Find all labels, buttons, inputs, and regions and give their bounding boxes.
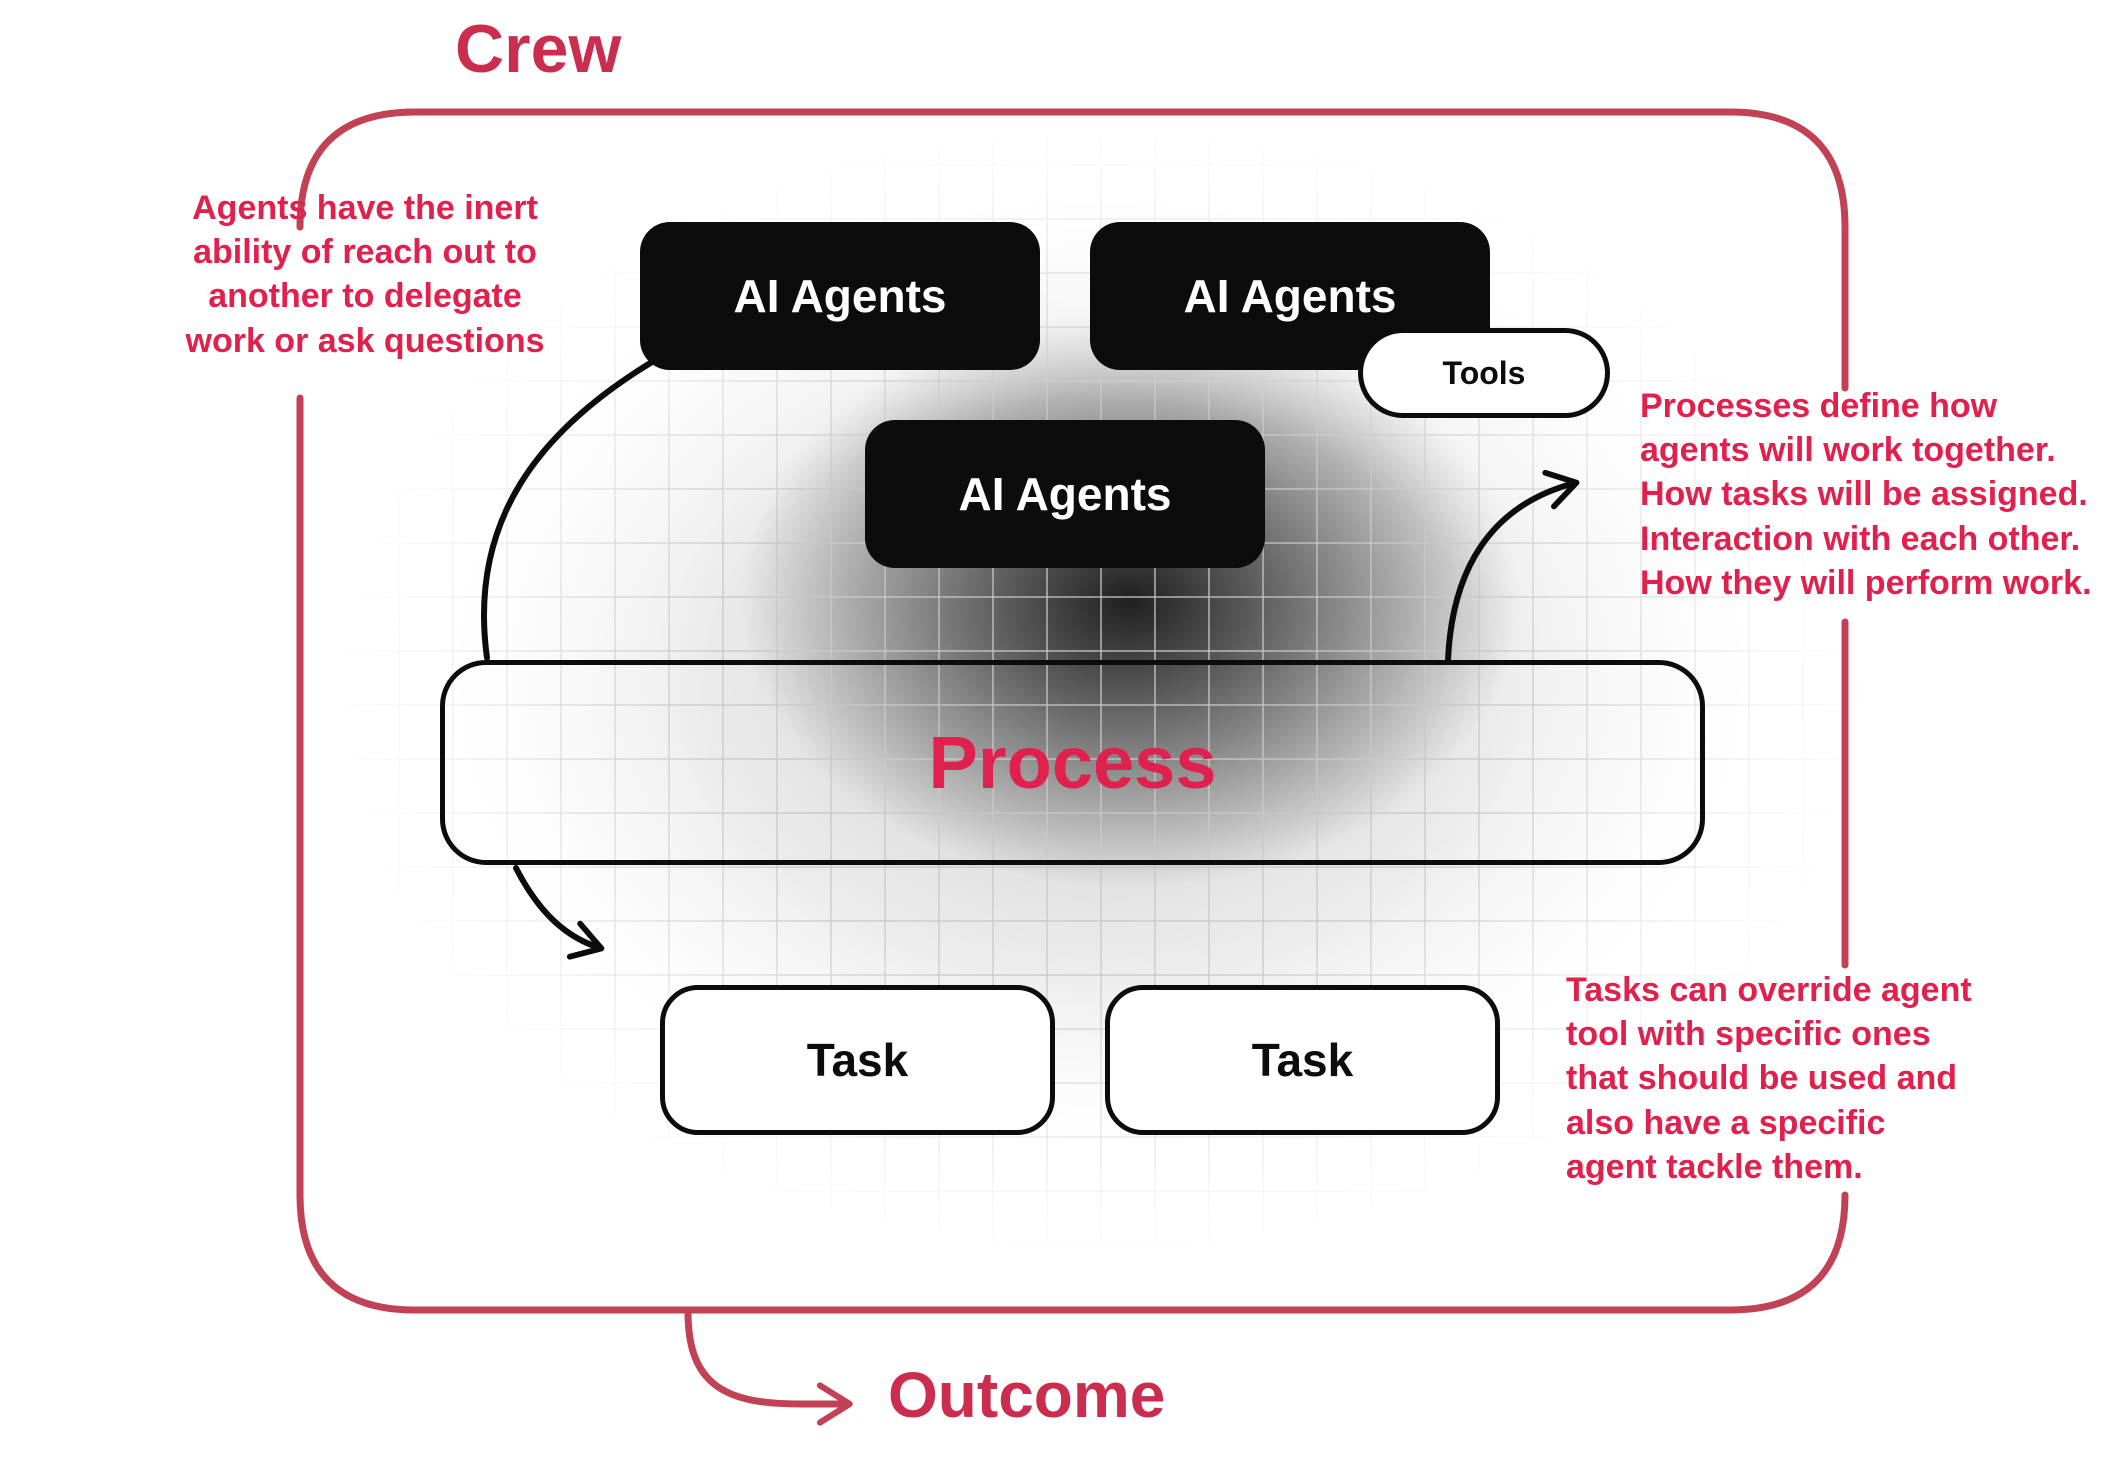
task-label-2: Task <box>1251 1034 1354 1086</box>
annotation-delegation: Agents have the inert ability of reach o… <box>185 189 545 360</box>
ai-agents-box-3: AI Agents <box>865 420 1265 568</box>
crew-border-bottom <box>296 394 1849 1314</box>
process-box: Process <box>440 660 1705 865</box>
agents-to-process-curve <box>480 359 655 661</box>
process-to-task-arrow <box>513 865 605 960</box>
crew-border-top <box>296 108 1849 392</box>
annotation-processes: Processes define how agents will work to… <box>1640 387 2092 602</box>
outcome-arrow <box>684 1308 853 1426</box>
ai-agents-label-2: AI Agents <box>1183 270 1397 322</box>
task-label-1: Task <box>806 1034 909 1086</box>
process-label: Process <box>928 721 1217 804</box>
crew-title: Crew <box>455 11 622 87</box>
process-to-note-arrow <box>1445 469 1580 663</box>
task-box-2: Task <box>1105 985 1500 1135</box>
task-box-1: Task <box>660 985 1055 1135</box>
ai-agents-label-1: AI Agents <box>733 270 947 322</box>
ai-agents-box-1: AI Agents <box>640 222 1040 370</box>
tools-box: Tools <box>1358 328 1610 418</box>
outcome-title: Outcome <box>888 1359 1166 1431</box>
annotation-tasks: Tasks can override agent tool with speci… <box>1566 971 1972 1186</box>
tools-label: Tools <box>1442 354 1526 391</box>
ai-agents-label-3: AI Agents <box>958 468 1172 520</box>
